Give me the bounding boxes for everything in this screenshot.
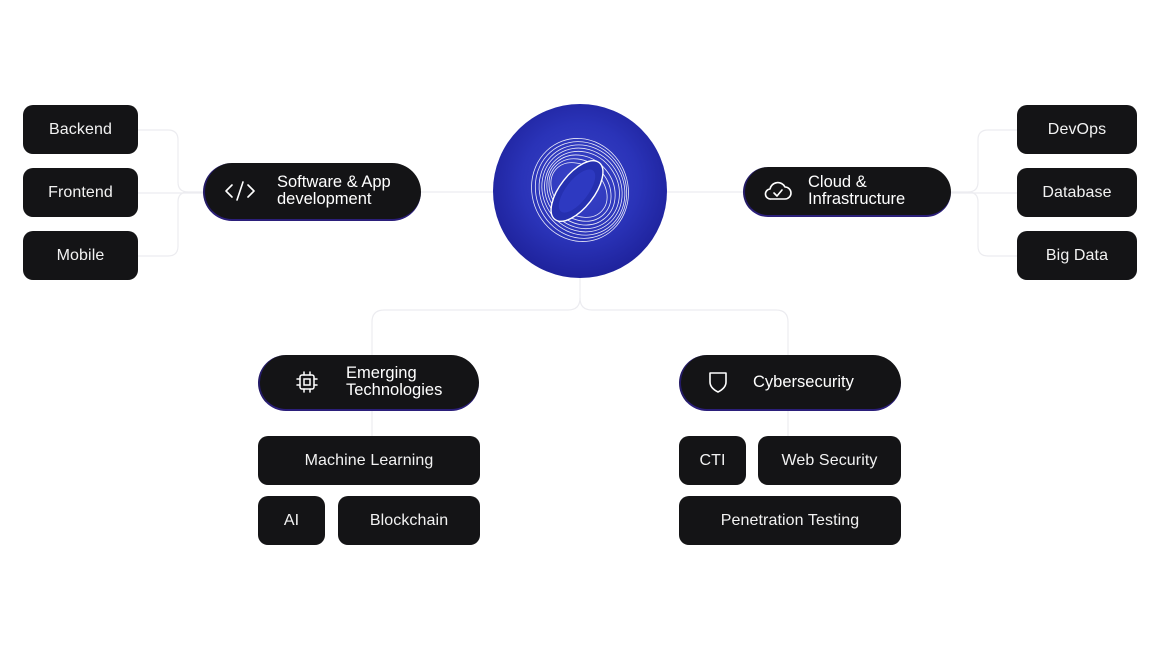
item-penetration-testing[interactable]: Penetration Testing (679, 496, 901, 545)
orbit-logo-icon (531, 138, 629, 242)
branch-cyber[interactable]: Cybersecurity (679, 355, 901, 411)
branch-cloud-label: Cloud & Infrastructure (808, 173, 906, 208)
item-machine-learning[interactable]: Machine Learning (258, 436, 480, 485)
chip-icon (290, 369, 324, 395)
branch-cloud[interactable]: Cloud & Infrastructure (743, 167, 951, 217)
item-cti[interactable]: CTI (679, 436, 746, 485)
item-web-security[interactable]: Web Security (758, 436, 901, 485)
cloud-check-icon (761, 180, 795, 202)
code-icon (223, 180, 257, 202)
item-blockchain[interactable]: Blockchain (338, 496, 480, 545)
item-backend[interactable]: Backend (23, 105, 138, 154)
item-ai[interactable]: AI (258, 496, 325, 545)
item-database[interactable]: Database (1017, 168, 1137, 217)
shield-icon (701, 370, 735, 394)
item-devops[interactable]: DevOps (1017, 105, 1137, 154)
branch-software-label: Software & App development (277, 173, 391, 208)
item-frontend[interactable]: Frontend (23, 168, 138, 217)
branch-software[interactable]: Software & App development (203, 163, 421, 221)
item-big-data[interactable]: Big Data (1017, 231, 1137, 280)
center-hub-logo (493, 104, 667, 278)
branch-emerging-label: Emerging Technologies (346, 364, 443, 399)
branch-cyber-label: Cybersecurity (753, 372, 854, 391)
branch-emerging[interactable]: Emerging Technologies (258, 355, 479, 411)
item-mobile[interactable]: Mobile (23, 231, 138, 280)
